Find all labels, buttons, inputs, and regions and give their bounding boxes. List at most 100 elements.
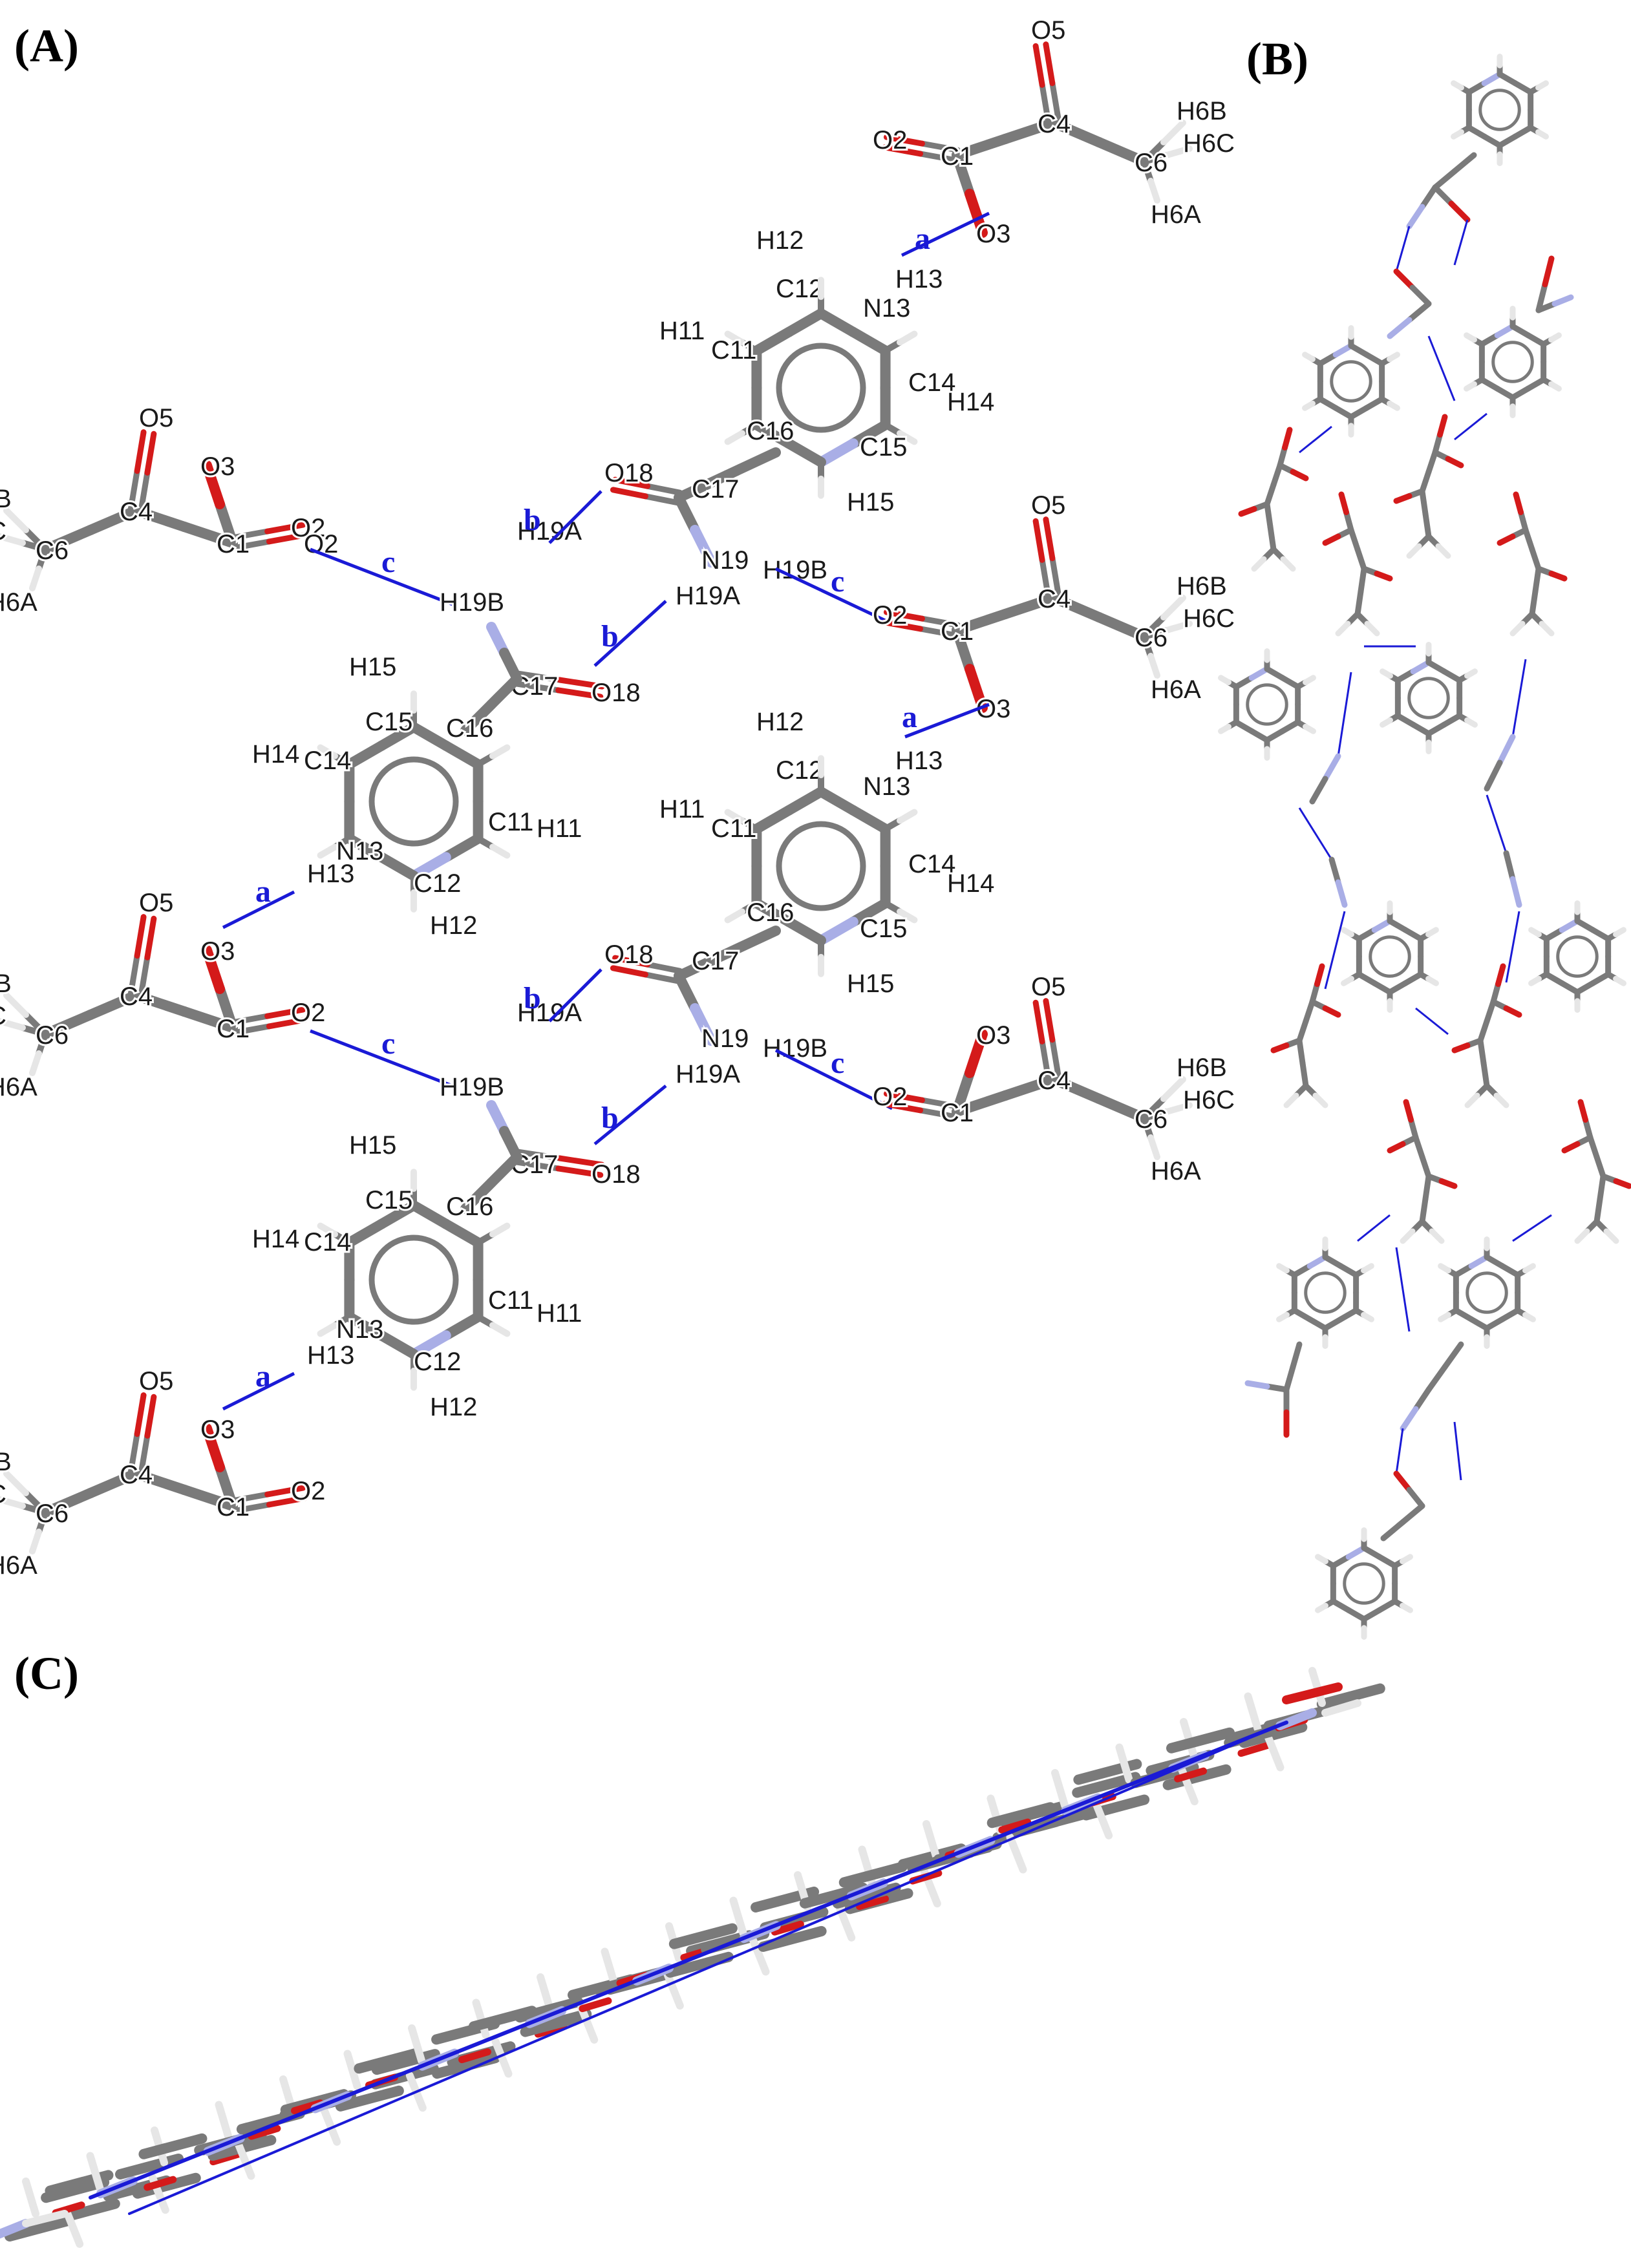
bond xyxy=(751,898,794,927)
bond xyxy=(1410,721,1432,737)
bond xyxy=(784,438,826,467)
bond xyxy=(1494,385,1516,401)
bond xyxy=(1387,1141,1406,1154)
bond xyxy=(344,740,387,770)
bond xyxy=(1613,1178,1631,1189)
bond xyxy=(1141,152,1170,165)
bond xyxy=(1400,1554,1413,1565)
bond xyxy=(1303,999,1316,1024)
bond xyxy=(1267,524,1277,553)
atom-label: O5 xyxy=(139,404,173,432)
bond xyxy=(1248,666,1270,681)
bond xyxy=(1548,381,1562,392)
atom-label: N19 xyxy=(701,1024,749,1053)
bond xyxy=(317,744,338,759)
bond xyxy=(1322,1005,1341,1018)
bond xyxy=(1317,352,1339,366)
bond xyxy=(897,908,918,924)
atom-label: H11 xyxy=(659,317,705,345)
bond xyxy=(1441,713,1463,728)
bond xyxy=(1164,1102,1193,1115)
atom-label: N13 xyxy=(863,294,910,323)
bond xyxy=(1330,1554,1352,1569)
bond xyxy=(1302,352,1316,363)
hydrogen-bond xyxy=(1324,911,1346,990)
bond xyxy=(1419,184,1438,210)
bond xyxy=(1364,620,1380,637)
bond xyxy=(1499,1308,1521,1322)
hbond-label: b xyxy=(524,981,541,1015)
atom-label: C11 xyxy=(488,1286,533,1315)
bond xyxy=(856,1895,890,1911)
bond xyxy=(1466,80,1487,95)
bond xyxy=(1594,1196,1603,1225)
bond xyxy=(1535,80,1549,91)
bond xyxy=(1477,1018,1490,1044)
bond xyxy=(409,1200,451,1229)
atom-label: C6 xyxy=(1135,624,1167,652)
atom-label: C16 xyxy=(747,898,794,927)
hydrogen-bond xyxy=(310,1029,453,1088)
bond xyxy=(1484,999,1497,1024)
bond xyxy=(1049,593,1104,622)
double-bond xyxy=(645,483,683,496)
atom-label: H14 xyxy=(252,1225,299,1253)
bond xyxy=(1425,659,1447,675)
bond xyxy=(1478,332,1500,347)
atom-label: H6A xyxy=(1151,200,1201,229)
bond xyxy=(1180,1718,1197,1758)
bond xyxy=(1332,343,1354,358)
bond xyxy=(440,1311,484,1341)
atom-label: C4 xyxy=(1038,1066,1071,1095)
hydrogen-bond xyxy=(222,890,295,929)
bond xyxy=(1303,675,1316,686)
bond xyxy=(1387,352,1400,363)
hydrogen-bond xyxy=(310,547,453,606)
atom-label: O3 xyxy=(976,1021,1010,1050)
double-bond xyxy=(1049,555,1062,600)
bond xyxy=(1451,80,1464,91)
bond xyxy=(440,1218,484,1248)
bond xyxy=(1509,620,1526,637)
bond xyxy=(85,505,141,535)
bond xyxy=(1477,1037,1487,1066)
bond xyxy=(1468,1254,1490,1269)
bond xyxy=(1548,332,1562,343)
bond xyxy=(1551,294,1574,307)
atom-label: N13 xyxy=(336,837,383,865)
bond xyxy=(85,1468,141,1498)
bond xyxy=(1529,546,1542,572)
bond xyxy=(1296,1018,1309,1044)
bond xyxy=(440,833,484,863)
bond xyxy=(816,787,858,816)
bond xyxy=(515,1997,584,2023)
double-bond xyxy=(127,953,140,998)
double-bond xyxy=(144,1394,157,1439)
bond xyxy=(1480,1060,1490,1089)
double-bond xyxy=(138,1432,151,1478)
hbond-label: a xyxy=(255,874,271,909)
bond xyxy=(1218,723,1231,734)
bond xyxy=(986,1802,1056,1828)
bond xyxy=(1494,323,1516,339)
bond xyxy=(1354,546,1367,572)
bond xyxy=(1577,1099,1588,1123)
double-bond xyxy=(266,1017,308,1030)
bond xyxy=(41,2177,110,2203)
bond xyxy=(784,787,826,816)
bond xyxy=(1543,971,1565,986)
atom-label: H13 xyxy=(895,265,943,293)
bond xyxy=(1302,400,1316,411)
hydrogen-bond xyxy=(774,567,893,626)
bond xyxy=(1406,301,1432,323)
bond xyxy=(1512,125,1534,140)
bond xyxy=(1361,1311,1374,1322)
bond xyxy=(1147,653,1160,679)
atom-label: H6C xyxy=(0,1002,6,1030)
bond xyxy=(1276,1311,1290,1322)
bond xyxy=(1270,1043,1290,1054)
double-bond xyxy=(1039,1038,1052,1083)
bond xyxy=(63,2207,84,2248)
double-bond xyxy=(1039,556,1052,602)
bond xyxy=(1361,1263,1374,1274)
